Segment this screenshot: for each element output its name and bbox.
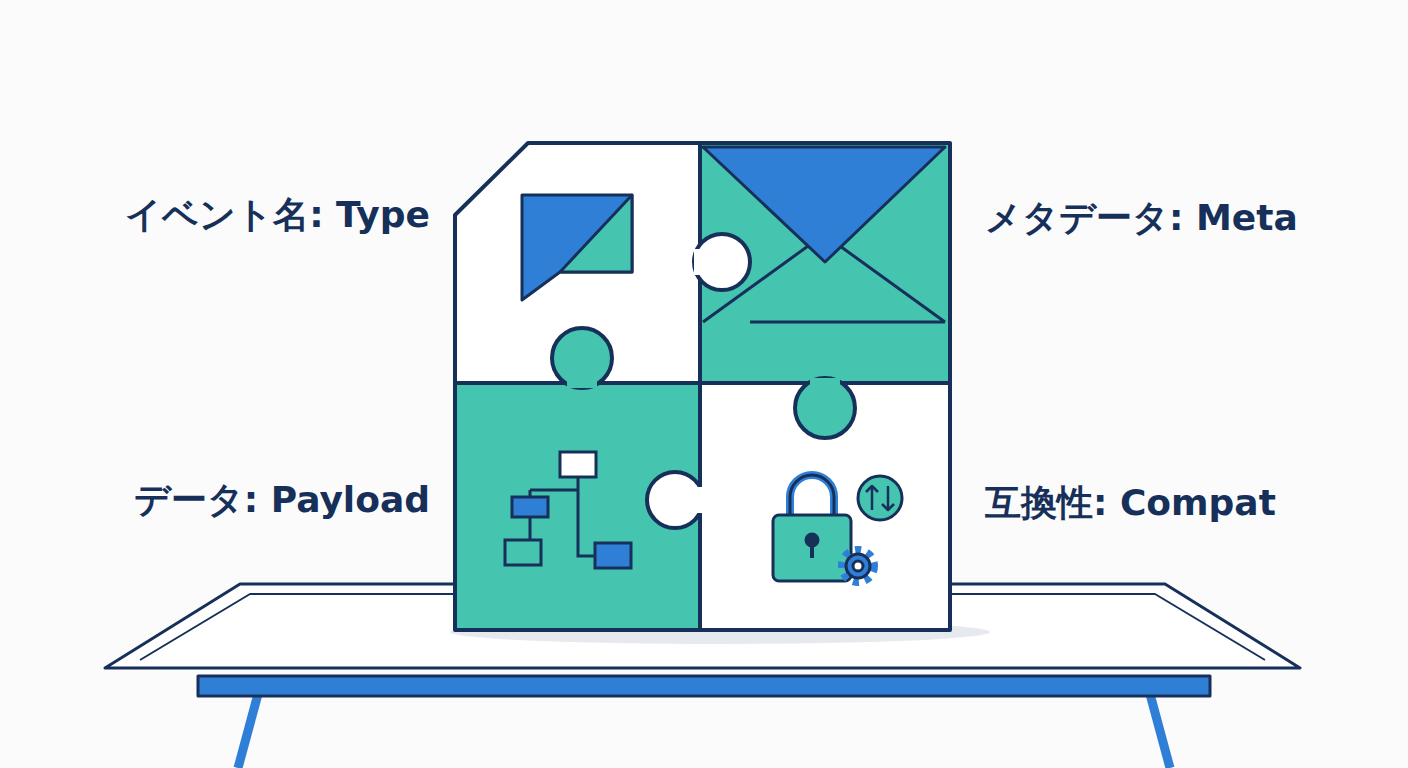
part-label: メタデータ: Meta — [985, 196, 1298, 239]
part-label: 互換性: Compat — [985, 481, 1276, 524]
lock-icon — [773, 475, 902, 582]
part-label: データ: Payload — [134, 478, 430, 521]
hierarchy-icon — [505, 452, 631, 568]
type-icon — [522, 195, 632, 300]
knob-fillers — [567, 249, 840, 513]
part-label: イベント名: Type — [125, 193, 430, 236]
envelope-icon — [703, 147, 945, 322]
puzzle — [455, 143, 950, 630]
